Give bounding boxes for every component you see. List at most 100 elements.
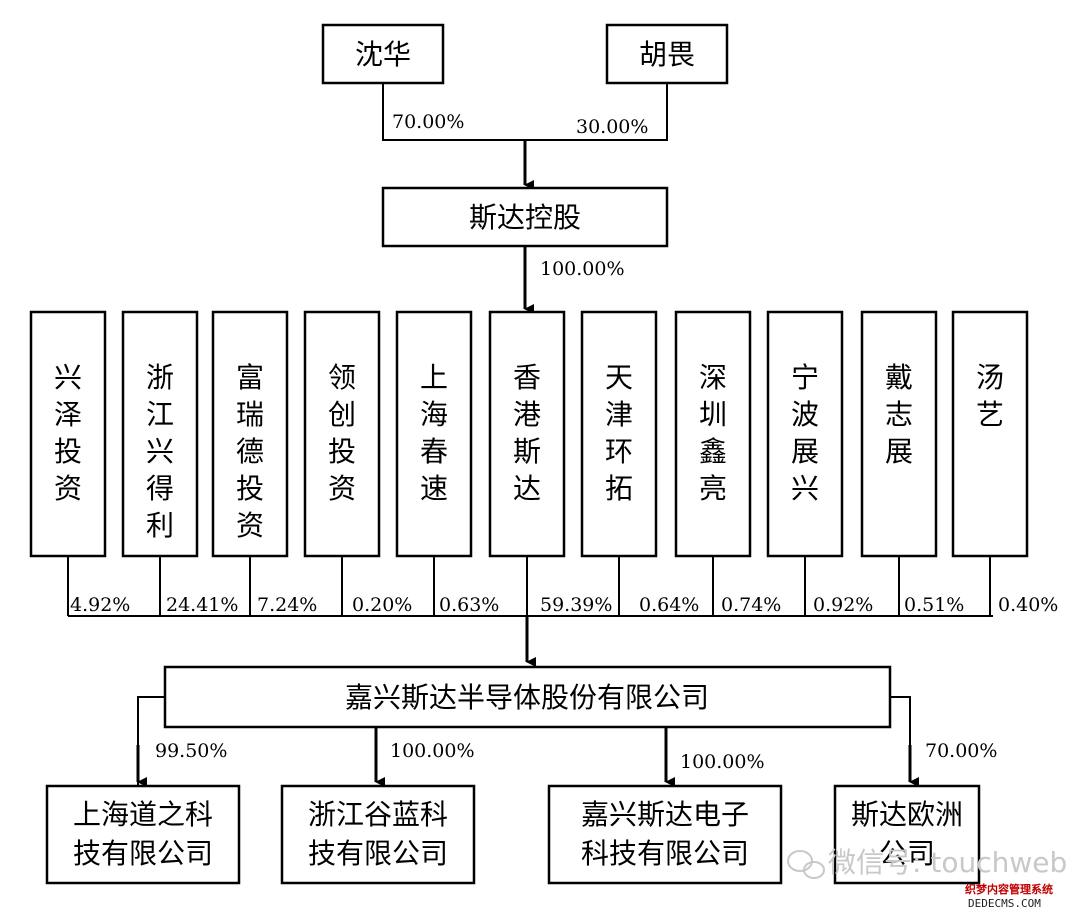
shareholder-pct: 24.41% (166, 594, 238, 616)
sub-pct: 70.00% (925, 740, 997, 762)
sub-line1: 浙江谷蓝科 (308, 798, 448, 831)
shareholder-name-char: 达 (513, 472, 541, 505)
shareholder-pct: 0.63% (439, 594, 499, 616)
company-name: 嘉兴斯达半导体股份有限公司 (345, 681, 709, 714)
shareholder-pct: 7.24% (257, 594, 317, 616)
shareholder-frame (580, 310, 658, 558)
shareholder-frame (29, 310, 107, 558)
shareholder-name-char: 富 (236, 361, 264, 394)
shareholder-name-char: 鑫 (699, 435, 727, 468)
shareholder-frame (860, 310, 938, 558)
shareholder-box: 汤艺0.40% (951, 310, 1058, 616)
sub-line1: 上海道之科 (73, 798, 213, 831)
wechat-icon (787, 850, 825, 879)
subsidiary-zhejiang-gulan: 浙江谷蓝科 技有限公司 (280, 784, 476, 885)
shareholder-name-char: 速 (420, 472, 448, 505)
shareholder-name-char: 瑞 (236, 398, 264, 431)
shareholder-name-char: 泽 (54, 398, 82, 431)
shareholder-name-char: 得 (146, 472, 174, 505)
sub-pct: 99.50% (155, 740, 227, 762)
shareholder-frame (766, 310, 844, 558)
shareholder-frame (674, 310, 752, 558)
shareholder-name-char: 利 (146, 509, 174, 542)
holding-name: 斯达控股 (469, 201, 581, 234)
shareholder-name-char: 投 (236, 472, 264, 505)
holding-pct: 100.00% (540, 258, 625, 280)
shareholder-name-char: 波 (791, 398, 819, 431)
shareholder-name-char: 投 (54, 435, 82, 468)
shareholder-name-char: 亮 (699, 472, 727, 505)
shareholder-name-char: 汤 (976, 361, 1004, 394)
shareholder-pct: 59.39% (540, 594, 612, 616)
shareholder-pct: 0.20% (352, 594, 412, 616)
shareholder-name-char: 浙 (146, 361, 174, 394)
sub-line2: 公司 (879, 837, 935, 870)
shareholder-name-char: 江 (146, 398, 174, 431)
shareholder-name-char: 春 (420, 435, 448, 468)
wechat-watermark: 微信号: touchweb (828, 846, 1067, 879)
owner-shenhua: 沈华 (321, 23, 445, 85)
sub-line1: 斯达欧洲 (851, 798, 963, 831)
shareholder-name-char: 兴 (791, 472, 819, 505)
shareholder-frame (951, 310, 1029, 558)
shareholder-name-char: 资 (54, 472, 82, 505)
shareholder-name-char: 展 (791, 435, 819, 468)
shareholder-pct: 0.64% (639, 594, 699, 616)
owner-pct: 30.00% (576, 116, 648, 138)
watermark: 微信号: touchweb 织梦内容管理系统 DEDECMS.COM (787, 846, 1067, 910)
shareholder-frame (121, 310, 199, 558)
owner-name: 胡畏 (639, 38, 695, 71)
shareholder-name-char: 投 (328, 435, 356, 468)
owner-pct: 70.00% (392, 111, 464, 133)
shareholder-frame (211, 310, 289, 558)
shareholder-name-char: 海 (420, 398, 448, 431)
sub-line2: 技有限公司 (308, 837, 448, 870)
company-box: 嘉兴斯达半导体股份有限公司 (163, 665, 892, 729)
shareholder-name-char: 领 (328, 361, 356, 394)
shareholder-name-char: 拓 (605, 472, 633, 505)
sub-pct: 100.00% (390, 740, 475, 762)
owner-name: 沈华 (355, 38, 411, 71)
sub-line2: 技有限公司 (73, 837, 213, 870)
sub-pct: 100.00% (680, 751, 765, 773)
site-watermark-en: DEDECMS.COM (968, 897, 1041, 910)
shareholder-name-char: 津 (605, 398, 633, 431)
shareholder-frame (395, 310, 473, 558)
shareholder-name-char: 兴 (146, 435, 174, 468)
subsidiary-jiaxing-starpower-electronics: 嘉兴斯达电子 科技有限公司 (547, 784, 783, 885)
shareholder-row: 兴泽投资4.92%浙江兴得利24.41%富瑞德投资7.24%领创投资0.20%上… (29, 310, 1058, 616)
shareholder-name-char: 德 (236, 435, 264, 468)
subsidiary-starpower-europe: 斯达欧洲 公司 (833, 784, 981, 885)
shareholder-name-char: 上 (420, 361, 448, 394)
owner-huwei: 胡畏 (605, 23, 729, 85)
shareholder-name-char: 香 (513, 361, 541, 394)
shareholder-pct: 4.92% (70, 594, 130, 616)
shareholder-pct: 0.74% (721, 594, 781, 616)
shareholder-name-char: 斯 (513, 435, 541, 468)
shareholder-name-char: 兴 (54, 361, 82, 394)
shareholder-frame (488, 310, 566, 558)
shareholder-name-char: 港 (513, 398, 541, 431)
shareholder-name-char: 戴 (885, 361, 913, 394)
shareholder-name-char: 宁 (791, 361, 819, 394)
sub-connector-4 (890, 696, 911, 745)
shareholder-name-char: 志 (885, 398, 913, 431)
subsidiary-shanghai-daozhi: 上海道之科 技有限公司 (45, 784, 241, 885)
shareholder-pct: 0.51% (904, 594, 964, 616)
shareholder-name-char: 天 (605, 361, 633, 394)
shareholder-frame (303, 310, 381, 558)
shareholder-pct: 0.40% (998, 594, 1058, 616)
sub-line2: 科技有限公司 (581, 837, 749, 870)
holding-box: 斯达控股 (381, 186, 669, 248)
sub-line1: 嘉兴斯达电子 (581, 798, 749, 831)
